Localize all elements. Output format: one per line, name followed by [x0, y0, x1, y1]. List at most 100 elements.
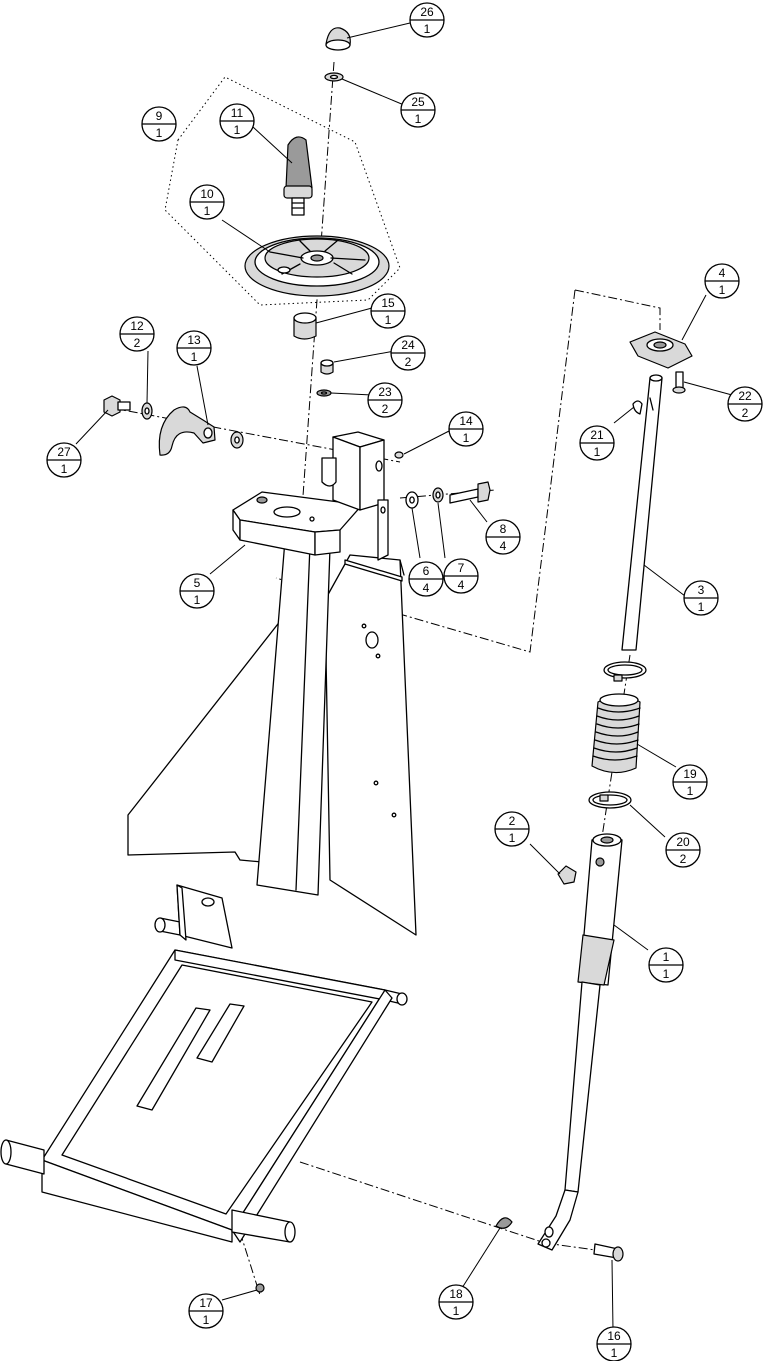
- part-16-pin: [593, 1243, 624, 1262]
- callout-19-qty: 1: [687, 784, 694, 798]
- callout-20: 20 2: [665, 832, 701, 868]
- part-20-clamp-upper: [603, 661, 647, 682]
- callout-10: 10 1: [189, 184, 225, 220]
- callout-18-qty: 1: [453, 1304, 460, 1318]
- part-15-spacer: [293, 312, 317, 340]
- callout-20-item: 20: [676, 835, 690, 849]
- part-26-cap-nut: [325, 27, 351, 51]
- callout-25-item: 25: [411, 95, 425, 109]
- part-18-clip: [495, 1217, 513, 1229]
- part-10-handwheel: [244, 235, 390, 297]
- callout-14-item: 14: [459, 414, 473, 428]
- part-17-nut: [255, 1283, 265, 1293]
- callout-10-qty: 1: [204, 204, 211, 218]
- callout-16-item: 16: [607, 1329, 621, 1343]
- callout-13-item: 13: [187, 333, 201, 347]
- callout-26-qty: 1: [424, 22, 431, 36]
- callout-8-item: 8: [500, 522, 507, 536]
- part-12-washer: [141, 402, 153, 420]
- part-25-washer: [324, 72, 344, 82]
- callout-11-item: 11: [231, 106, 244, 120]
- callout-27-item: 27: [57, 445, 71, 459]
- callout-11-qty: 1: [234, 123, 241, 137]
- callout-1-item: 1: [663, 950, 670, 964]
- callout-8: 8 4: [485, 519, 521, 555]
- callout-17-item: 17: [199, 1296, 213, 1310]
- callout-2-item: 2: [509, 814, 516, 828]
- callout-21-item: 21: [590, 428, 604, 442]
- callout-24: 24 2: [390, 335, 426, 371]
- callout-4: 4 1: [704, 263, 740, 299]
- callout-12-item: 12: [130, 319, 144, 333]
- callout-12: 12 2: [119, 316, 155, 352]
- callout-6: 6 4: [408, 561, 444, 597]
- callout-7: 7 4: [443, 558, 479, 594]
- callout-26: 26 1: [409, 2, 445, 38]
- callout-3: 3 1: [683, 580, 719, 616]
- callout-6-qty: 4: [423, 581, 430, 595]
- callout-19-item: 19: [683, 767, 697, 781]
- part-5-frame: [127, 431, 417, 936]
- callout-14-qty: 1: [463, 431, 470, 445]
- part-13-latch-hook: [158, 406, 216, 456]
- callout-7-qty: 4: [458, 578, 465, 592]
- part-3-shaft: [621, 374, 663, 651]
- callout-7-item: 7: [458, 561, 465, 575]
- callout-25: 25 1: [400, 92, 436, 128]
- part-8-bolt: [449, 481, 491, 504]
- latch-washer: [230, 431, 244, 449]
- part-1-lever: [537, 833, 623, 1251]
- callout-5: 5 1: [179, 573, 215, 609]
- callout-17-qty: 1: [203, 1313, 210, 1327]
- callout-9-qty: 1: [156, 126, 163, 140]
- part-20-clamp-lower: [588, 791, 632, 809]
- part-21-key: [632, 400, 643, 415]
- callout-25-qty: 1: [415, 112, 422, 126]
- callout-24-item: 24: [401, 338, 415, 352]
- callout-19: 19 1: [672, 764, 708, 800]
- callout-26-item: 26: [420, 5, 434, 19]
- callout-27: 27 1: [46, 442, 82, 478]
- callout-15: 15 1: [370, 293, 406, 329]
- callout-15-item: 15: [381, 296, 395, 310]
- callout-9: 9 1: [141, 106, 177, 142]
- part-4-flange-bearing: [629, 331, 693, 369]
- callout-1: 1 1: [648, 947, 684, 983]
- part-6-washer: [405, 491, 419, 509]
- callout-23-qty: 2: [382, 402, 389, 416]
- part-27-bolt: [103, 395, 131, 417]
- part-22-pin: [672, 371, 686, 394]
- callout-17: 17 1: [188, 1293, 224, 1329]
- callout-18: 18 1: [438, 1284, 474, 1320]
- callout-12-qty: 2: [134, 336, 141, 350]
- callout-23-item: 23: [378, 385, 392, 399]
- callout-16: 16 1: [596, 1326, 632, 1361]
- callout-9-item: 9: [156, 109, 163, 123]
- callout-2-qty: 1: [509, 831, 516, 845]
- callout-27-qty: 1: [61, 462, 68, 476]
- callout-21: 21 1: [579, 425, 615, 461]
- callout-13-qty: 1: [191, 350, 198, 364]
- callout-15-qty: 1: [385, 313, 392, 327]
- callout-10-item: 10: [200, 187, 214, 201]
- callout-3-item: 3: [698, 583, 705, 597]
- callout-5-qty: 1: [194, 593, 201, 607]
- callout-5-item: 5: [194, 576, 201, 590]
- callout-14: 14 1: [448, 411, 484, 447]
- leader-lines: [75, 22, 733, 1331]
- callout-18-item: 18: [449, 1287, 463, 1301]
- callout-22-qty: 2: [742, 406, 749, 420]
- callout-23: 23 2: [367, 382, 403, 418]
- subassembly-9-boundary: [164, 76, 401, 306]
- callout-22-item: 22: [738, 389, 752, 403]
- part-23-washer: [316, 389, 332, 397]
- callout-16-qty: 1: [611, 1346, 618, 1360]
- part-7-lock-washer: [432, 487, 444, 503]
- part-19-bellows: [591, 693, 641, 774]
- callout-11: 11 1: [219, 103, 255, 139]
- callout-24-qty: 2: [405, 355, 412, 369]
- callout-22: 22 2: [727, 386, 763, 422]
- callout-21-qty: 1: [594, 445, 601, 459]
- callout-4-qty: 1: [719, 283, 726, 297]
